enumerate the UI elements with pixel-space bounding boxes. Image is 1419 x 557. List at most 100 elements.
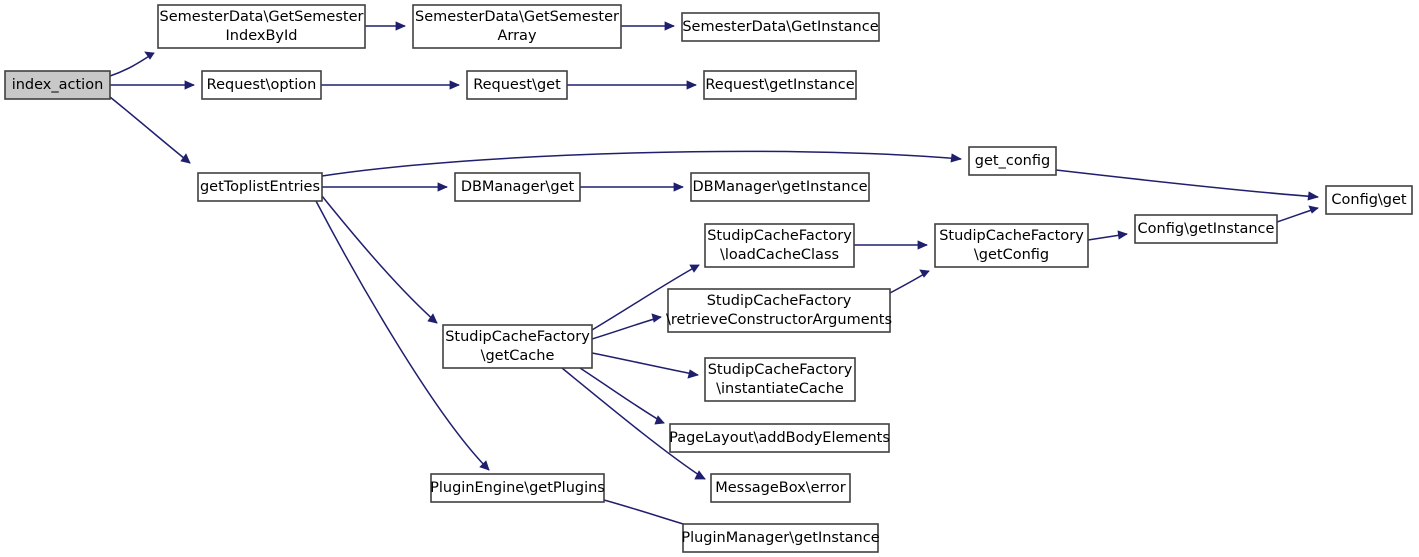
node-label: StudipCacheFactory [708, 362, 853, 378]
edge-line [591, 316, 662, 340]
node-getCache[interactable]: StudipCacheFactory\getCache [442, 324, 593, 369]
node-requestGetInstance[interactable]: Request\getInstance [703, 70, 857, 100]
arrowhead-icon [144, 51, 155, 60]
edge-line [321, 195, 438, 324]
arrowhead-icon [1117, 230, 1128, 240]
arrowhead-icon [479, 460, 490, 471]
arrowhead-icon [1307, 191, 1320, 201]
arrowhead-icon [449, 80, 460, 90]
edge-get_config-to-configGet [1055, 169, 1320, 201]
edge-getCache-to-retrieveConstructorArguments [591, 313, 662, 340]
node-box[interactable] [1134, 214, 1278, 244]
node-configGet[interactable]: Config\get [1325, 185, 1413, 215]
node-label: get_config [975, 153, 1050, 169]
arrowhead-icon [689, 264, 700, 273]
node-index_action[interactable]: index_action [4, 70, 111, 100]
node-pluginManagerGetInstance[interactable]: PluginManager\getInstance [681, 523, 880, 553]
node-box[interactable] [197, 172, 323, 202]
node-box[interactable] [669, 423, 890, 453]
arrowhead-icon [694, 470, 706, 480]
edge-index_action-to-requestOption [110, 80, 195, 90]
node-retrieveConstructorArguments[interactable]: StudipCacheFactory\retrieveConstructorAr… [666, 288, 892, 333]
node-semesterDataGetInstance[interactable]: SemesterData\GetInstance [681, 12, 880, 42]
node-label: PluginEngine\getPlugins [430, 480, 605, 496]
edge-line [109, 96, 191, 164]
edge-line [315, 200, 490, 471]
arrowhead-icon [180, 153, 191, 164]
node-label: getToplistEntries [200, 179, 320, 195]
node-instantiateCache[interactable]: StudipCacheFactory\instantiateCache [704, 357, 856, 402]
node-label: Config\getInstance [1138, 221, 1275, 237]
node-label: PageLayout\addBodyElements [669, 430, 890, 446]
node-label: Request\getInstance [705, 77, 854, 93]
node-addBodyElements[interactable]: PageLayout\addBodyElements [669, 423, 890, 453]
node-box[interactable] [681, 12, 880, 42]
node-label: Array [497, 28, 536, 44]
node-dbManagerGet[interactable]: DBManager\get [454, 172, 581, 202]
edge-getSemesterIndexById-to-getSemesterArray [365, 21, 406, 31]
node-box[interactable] [412, 4, 622, 49]
edge-getCache-to-messageBoxError [561, 367, 706, 480]
arrowhead-icon [917, 240, 928, 250]
arrowhead-icon [686, 80, 697, 90]
node-loadCacheClass[interactable]: StudipCacheFactory\loadCacheClass [704, 223, 855, 268]
edge-line [591, 264, 700, 331]
edge-requestOption-to-requestGet [321, 80, 460, 90]
node-label: SemesterData\GetSemester [160, 9, 364, 25]
node-label: MessageBox\error [715, 480, 846, 496]
node-box[interactable] [1325, 185, 1413, 215]
node-label: SemesterData\GetInstance [682, 19, 878, 35]
node-getPlugins[interactable]: PluginEngine\getPlugins [430, 473, 605, 503]
node-box[interactable] [201, 70, 322, 100]
node-box[interactable] [667, 288, 891, 333]
node-box[interactable] [430, 473, 605, 503]
node-label: index_action [12, 77, 104, 93]
edge-configGetInstance-to-configGet [1276, 205, 1319, 223]
edge-getToplistEntries-to-dbManagerGet [322, 182, 448, 192]
node-box[interactable] [704, 357, 856, 402]
edge-line [579, 367, 665, 424]
arrowhead-icon [664, 21, 675, 31]
node-configGetInstance[interactable]: Config\getInstance [1134, 214, 1278, 244]
arrowhead-icon [687, 369, 699, 379]
node-box[interactable] [454, 172, 581, 202]
edge-getSemesterArray-to-semesterDataGetInstance [621, 21, 675, 31]
node-label: IndexById [226, 28, 298, 44]
edge-getCache-to-loadCacheClass [591, 264, 700, 331]
node-requestGet[interactable]: Request\get [466, 70, 568, 100]
node-getToplistEntries[interactable]: getToplistEntries [197, 172, 323, 202]
edge-loadCacheClass-to-cacheGetConfig [854, 240, 928, 250]
node-label: PluginManager\getInstance [681, 530, 879, 546]
arrowhead-icon [1308, 205, 1319, 214]
node-dbManagerGetInstance[interactable]: DBManager\getInstance [690, 172, 870, 202]
arrowhead-icon [654, 415, 665, 425]
node-box[interactable] [157, 4, 366, 49]
node-label: \getCache [481, 348, 555, 364]
node-label: StudipCacheFactory [707, 293, 852, 309]
nodes-layer: index_action SemesterData\GetSemesterInde… [4, 4, 1413, 553]
edge-getToplistEntries-to-getCache [321, 195, 438, 324]
arrowhead-icon [950, 153, 963, 163]
node-box[interactable] [682, 523, 879, 553]
arrowhead-icon [651, 313, 662, 323]
node-box[interactable] [710, 473, 851, 503]
node-box[interactable] [4, 70, 111, 100]
edge-retrieveConstructorArguments-to-cacheGetConfig [889, 269, 930, 294]
node-requestOption[interactable]: Request\option [201, 70, 322, 100]
edge-line [321, 150, 962, 177]
node-box[interactable] [466, 70, 568, 100]
node-messageBoxError[interactable]: MessageBox\error [710, 473, 851, 503]
node-box[interactable] [968, 146, 1057, 176]
node-get_config[interactable]: get_config [968, 146, 1057, 176]
node-cacheGetConfig[interactable]: StudipCacheFactory\getConfig [934, 223, 1089, 268]
edge-index_action-to-getSemesterIndexById [109, 51, 155, 77]
node-box[interactable] [934, 223, 1089, 268]
node-box[interactable] [704, 223, 855, 268]
node-box[interactable] [442, 324, 593, 369]
node-box[interactable] [703, 70, 857, 100]
node-box[interactable] [690, 172, 870, 202]
